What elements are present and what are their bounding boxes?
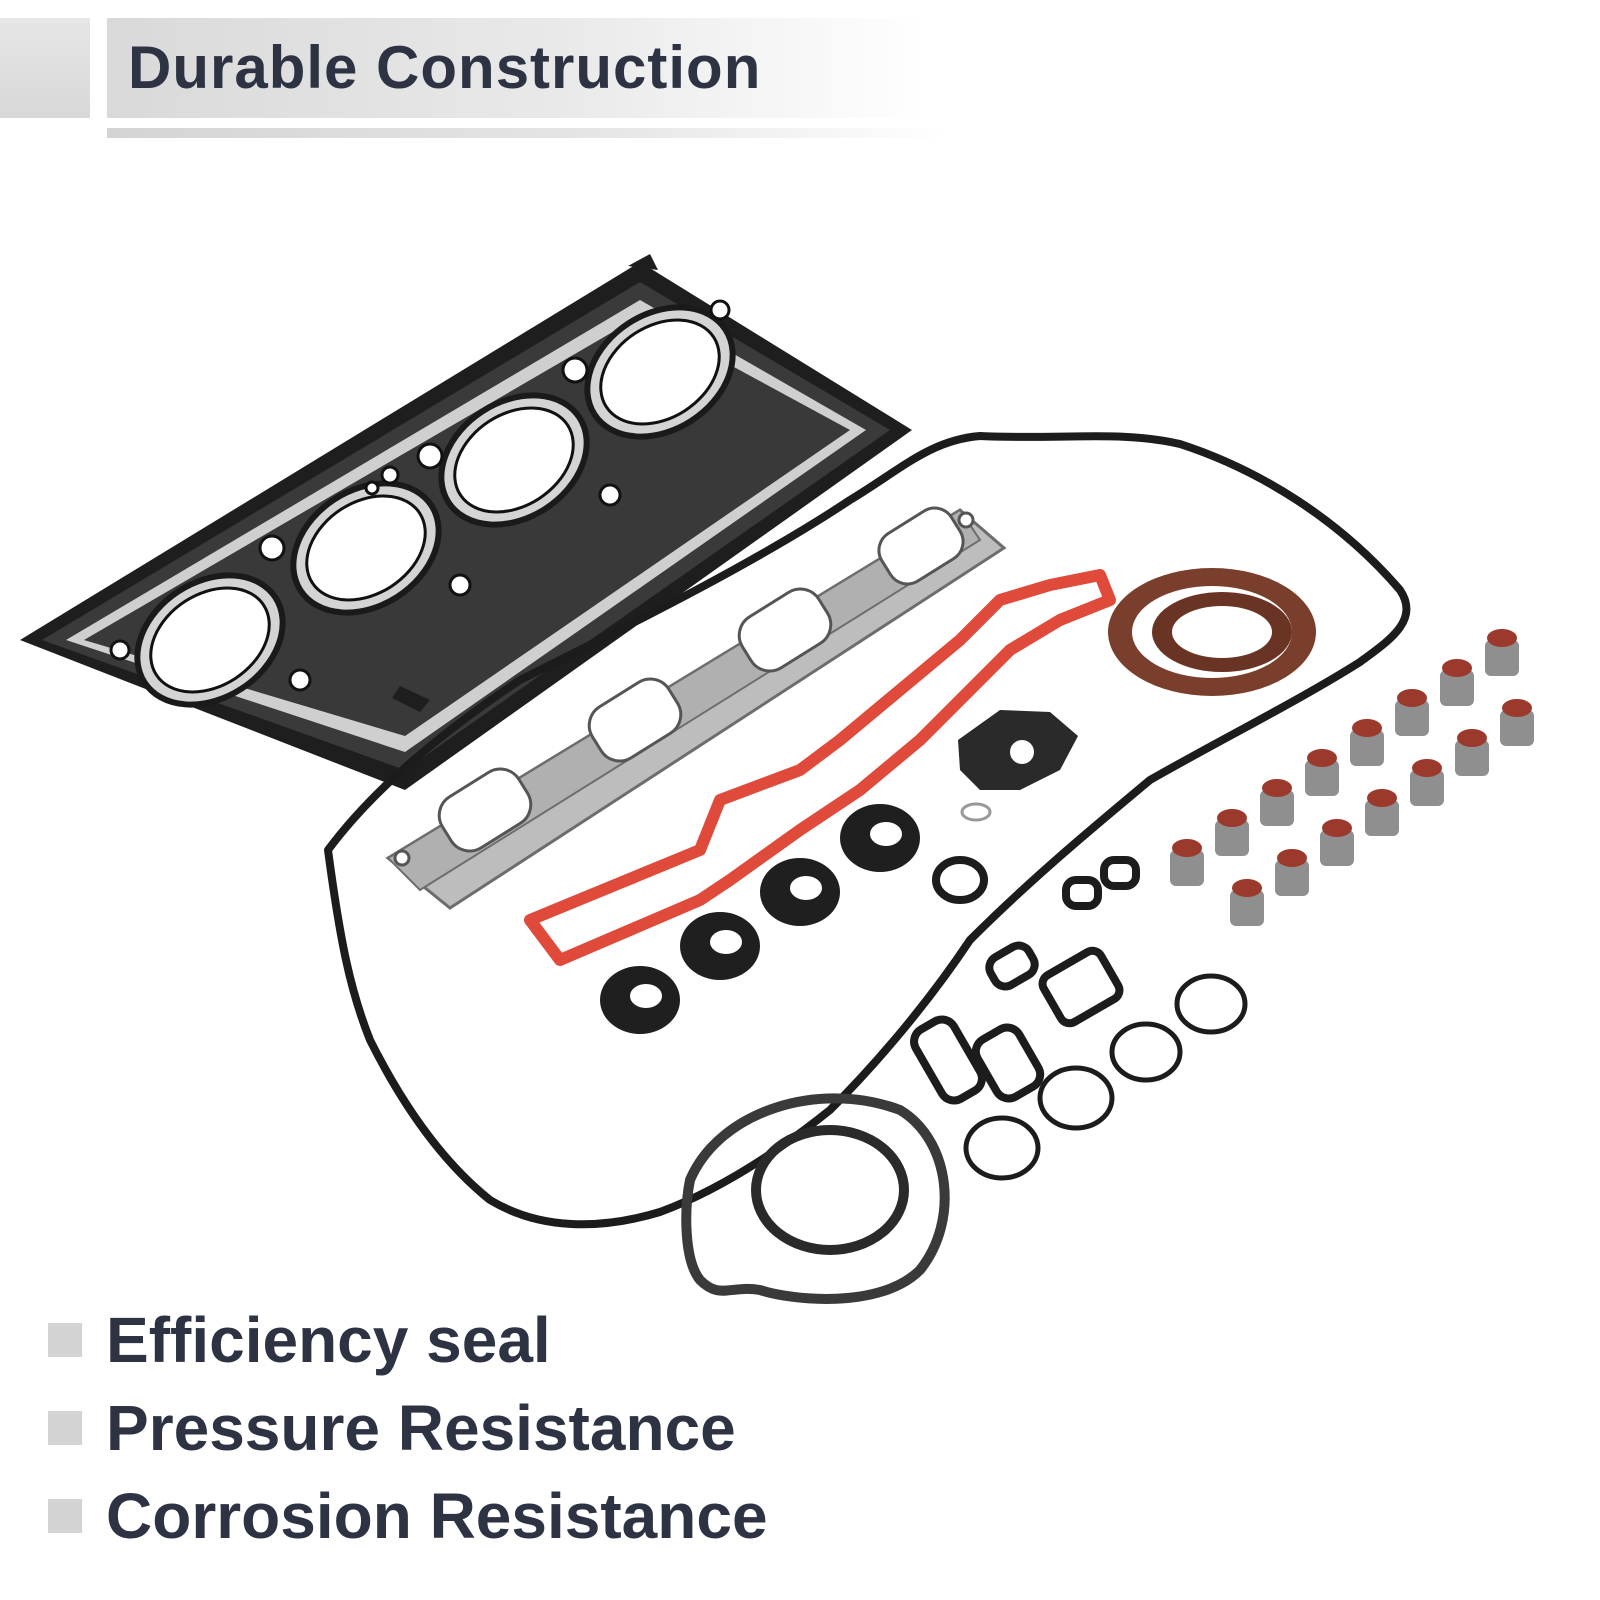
crankshaft-seals (1108, 568, 1316, 696)
page-title: Durable Construction (128, 34, 762, 101)
exhaust-manifold-gasket (385, 506, 1007, 910)
feature-label: Corrosion Resistance (106, 1480, 768, 1552)
valve-stem-seals (1170, 629, 1534, 926)
valve-cover-gasket (324, 432, 1411, 1229)
bullet-square-icon (48, 1411, 82, 1445)
feature-item: Corrosion Resistance (48, 1472, 768, 1560)
gasket-kit-illustration (20, 254, 1534, 1304)
head-gasket (20, 254, 912, 790)
intake-manifold-gasket (524, 569, 1116, 966)
bullet-square-icon (48, 1499, 82, 1533)
feature-item: Efficiency seal (48, 1296, 768, 1384)
misc-gaskets (910, 856, 1248, 1181)
feature-label: Pressure Resistance (106, 1392, 736, 1464)
header-underline (107, 128, 947, 138)
feature-list: Efficiency seal Pressure Resistance Corr… (48, 1296, 768, 1560)
header-accent-block (0, 18, 90, 118)
header-band (107, 18, 927, 118)
bullet-square-icon (48, 1323, 82, 1357)
timing-cover-gasket (681, 1093, 950, 1304)
bracket-gasket (958, 710, 1078, 822)
feature-label: Efficiency seal (106, 1304, 551, 1376)
feature-item: Pressure Resistance (48, 1384, 768, 1472)
